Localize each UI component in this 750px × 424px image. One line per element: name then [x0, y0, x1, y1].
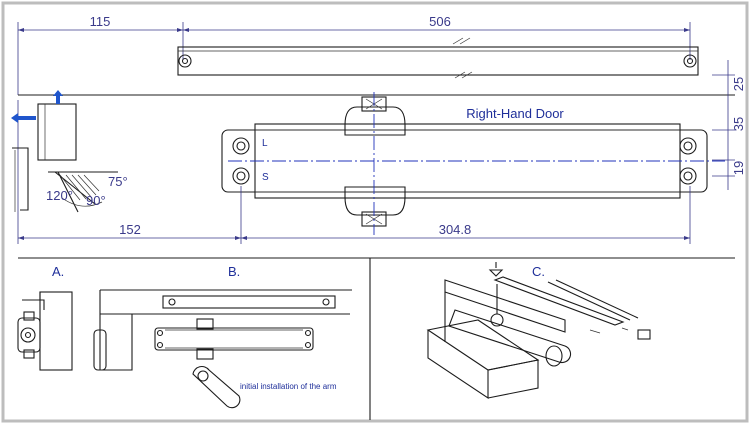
section-a-side-view — [17, 291, 73, 371]
section-a-label: A. — [52, 264, 64, 279]
dim-304-8: 304.8 — [439, 222, 472, 237]
dim-115: 115 — [90, 14, 111, 29]
dim-25: 25 — [731, 77, 746, 91]
door-swing-diagram — [11, 90, 118, 213]
arm-installation-note: initial installation of the arm — [240, 382, 337, 391]
mounting-plate — [177, 37, 699, 79]
angle-120: 120° — [46, 188, 73, 203]
dim-35: 35 — [731, 117, 746, 131]
marker-l: L — [262, 138, 268, 149]
arrow-up-icon — [53, 90, 63, 104]
marker-s: S — [262, 172, 269, 183]
dim-19: 19 — [731, 161, 746, 175]
right-dimension-lines — [712, 60, 735, 190]
dim-506: 506 — [429, 14, 451, 29]
door-hand-label: Right-Hand Door — [466, 106, 564, 121]
angle-90: 90° — [86, 193, 106, 208]
section-b-label: B. — [228, 264, 240, 279]
top-dimension-line — [17, 22, 691, 95]
closer-body — [221, 96, 708, 227]
arrow-left-icon — [11, 113, 36, 123]
bottom-dimension-line — [17, 100, 691, 244]
section-b-install-view — [93, 289, 352, 409]
section-c-isometric-view — [426, 262, 651, 400]
angle-75: 75° — [108, 174, 128, 189]
section-c-label: C. — [532, 264, 545, 279]
dim-152: 152 — [119, 222, 141, 237]
